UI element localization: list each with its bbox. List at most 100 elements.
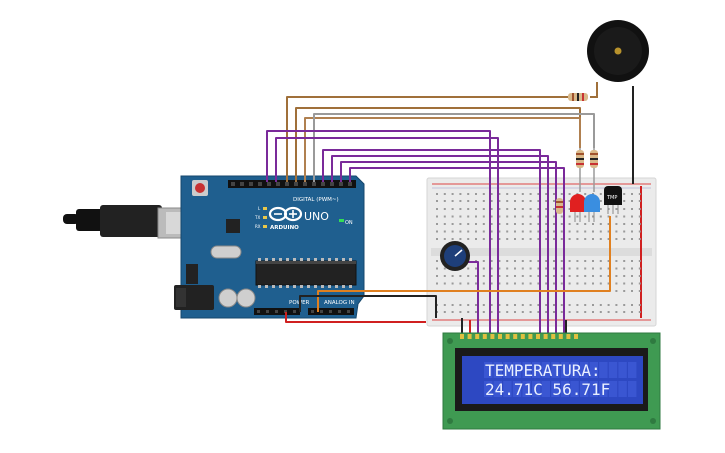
lcd-cell [570,381,579,397]
pin [521,215,524,218]
pin [599,223,602,225]
pin [303,182,307,186]
pin [545,275,548,277]
pin [537,275,540,277]
pin [584,267,587,270]
pin [615,304,618,306]
pin [560,193,563,195]
pin [459,238,462,240]
pin [631,200,633,202]
pin [460,334,464,339]
pin [506,275,509,277]
pin [506,311,509,313]
pin [451,311,454,313]
pin [498,304,501,306]
pin [451,223,454,225]
analog-label: ANALOG IN [324,300,355,306]
pin [592,230,594,233]
pin [568,215,571,218]
pin [490,282,493,285]
lcd-line-1: TEMPERATURA: [485,361,601,380]
arduino-brand: ARDUINO [270,225,299,231]
lcd-cell [532,362,541,378]
pin [265,285,268,288]
pin [436,282,438,285]
pin [459,304,462,306]
pin [521,275,524,277]
pin [506,267,509,270]
pin [631,230,633,233]
digital-header [228,180,356,188]
pin [568,200,571,202]
pin [330,182,334,186]
wire-red-1 [285,312,426,323]
pin [338,310,341,313]
pin [537,238,540,240]
pin [329,310,332,313]
pin [638,304,641,306]
pin [537,304,540,306]
pin [498,223,501,225]
pin [490,267,493,270]
pin [521,193,524,195]
pin [537,223,540,225]
pin [514,208,516,210]
pin [584,193,587,195]
pin [490,275,493,277]
pin [553,275,555,277]
pin [631,267,633,270]
pin [514,311,516,313]
pin [568,275,571,277]
pin [560,230,563,233]
pin [467,208,470,210]
lcd-cell [512,362,522,378]
pin [638,200,641,202]
lcd-cell [551,362,560,378]
lcd-cell [503,362,512,378]
pin [482,193,485,195]
pin [560,311,563,313]
pin [631,215,633,218]
pin [607,223,610,225]
pin [467,304,470,306]
pin [347,310,350,313]
pin [459,275,462,277]
pin [482,304,485,306]
pin [436,223,438,225]
pin [459,230,462,233]
pin [475,282,477,285]
pin [607,215,610,218]
pin [436,208,438,210]
pin [482,238,485,240]
pin [514,275,516,277]
pin [623,267,626,270]
pin [521,200,524,202]
pin [607,230,610,233]
breadboard [426,177,657,327]
pin [467,193,470,195]
pin [498,208,501,210]
pin [638,290,641,292]
pin [498,193,501,195]
lcd-cell [628,362,637,378]
pin [615,311,618,313]
pin [342,258,345,261]
pin [560,260,563,262]
pin [490,208,493,210]
pin [498,238,501,240]
pin [553,230,555,233]
pin [443,215,446,218]
pin [638,193,641,195]
pin [482,208,485,210]
pin [638,275,641,277]
pin [529,282,532,285]
pin [615,238,618,240]
pin [328,258,331,261]
lcd-cell [560,381,570,397]
pin [349,285,352,288]
pin [348,182,352,186]
pin [506,208,509,210]
lcd-cells [484,362,637,397]
pin [521,282,524,285]
pin [545,200,548,202]
